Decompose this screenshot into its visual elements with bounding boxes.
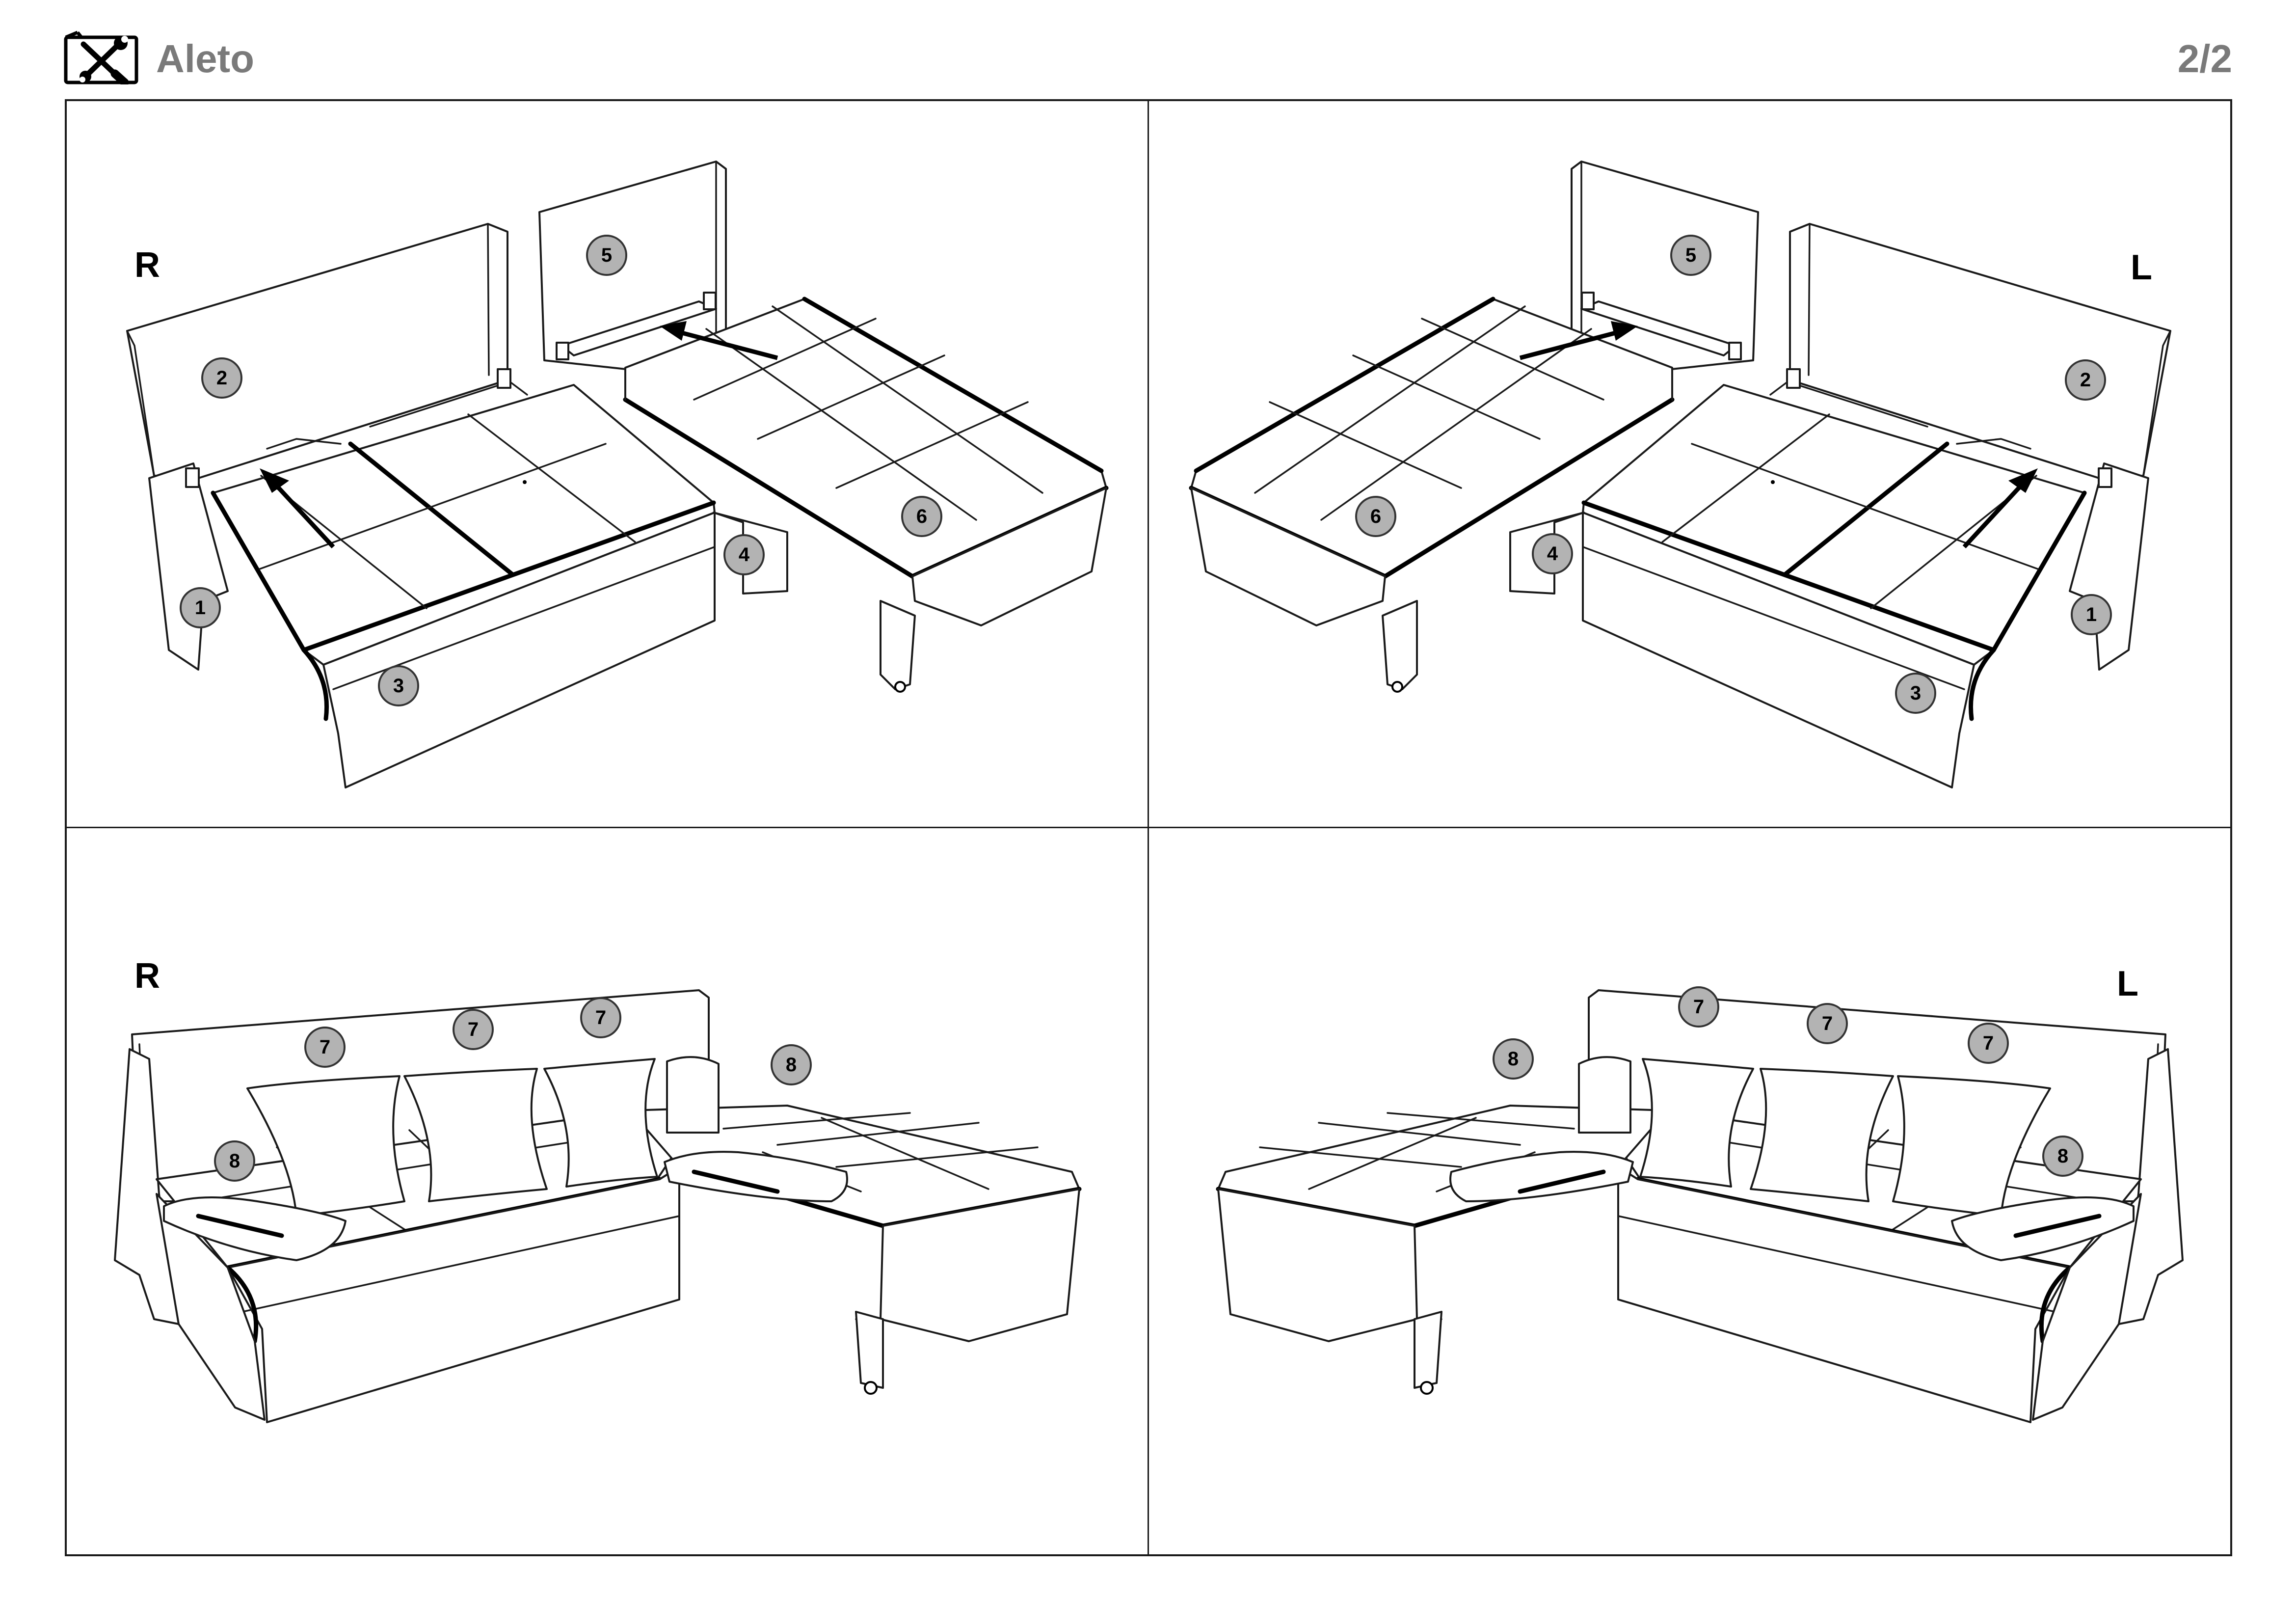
callout-part: 6 — [1355, 496, 1396, 537]
callout-part: 7 — [1807, 1003, 1848, 1044]
callout-part: 1 — [180, 587, 221, 628]
callout-part: 4 — [1532, 533, 1573, 574]
callout-part: 1 — [2071, 594, 2112, 635]
callout-part: 7 — [1678, 986, 1719, 1028]
sofa-left-opened-drawing — [1189, 161, 2171, 788]
sofa-right-assembled-drawing — [114, 989, 1082, 1423]
panel-right-assembled: R 7 7 7 8 8 — [66, 828, 1148, 1556]
callout-part: 3 — [1895, 673, 1936, 714]
callout-part: 7 — [453, 1009, 494, 1050]
sofa-left-assembled-drawing — [1216, 989, 2184, 1423]
callout-part: 2 — [2065, 359, 2106, 401]
callout-part: 4 — [723, 534, 765, 575]
side-label: R — [134, 245, 160, 285]
callout-part: 8 — [2042, 1136, 2083, 1177]
sofa-right-opened-drawing — [126, 161, 1109, 788]
callout-part: 7 — [1968, 1023, 2009, 1064]
product-title: Aleto — [156, 37, 254, 81]
callout-part: 5 — [1670, 235, 1711, 276]
callout-part: 8 — [1493, 1038, 1534, 1080]
callout-part: 7 — [304, 1027, 346, 1068]
side-label: L — [2131, 248, 2152, 287]
side-label: L — [2117, 964, 2138, 1003]
panel-left-assembled: L 7 7 7 8 8 — [1149, 828, 2232, 1556]
callout-part: 7 — [580, 997, 621, 1038]
callout-part: 2 — [201, 357, 242, 399]
callout-part: 8 — [214, 1140, 255, 1182]
callout-part: 8 — [771, 1044, 812, 1085]
callout-part: 3 — [378, 665, 419, 706]
callout-part: 5 — [586, 235, 627, 276]
panel-divider-horizontal — [65, 827, 2232, 828]
panel-left-opened: L 5 2 6 4 1 3 — [1149, 100, 2232, 828]
callout-part: 6 — [901, 496, 942, 537]
page-number: 2/2 — [2177, 37, 2232, 81]
side-label: R — [134, 956, 160, 996]
panel-right-opened: R 1 2 3 4 5 6 — [66, 100, 1148, 828]
assembly-tools-icon — [64, 30, 138, 87]
